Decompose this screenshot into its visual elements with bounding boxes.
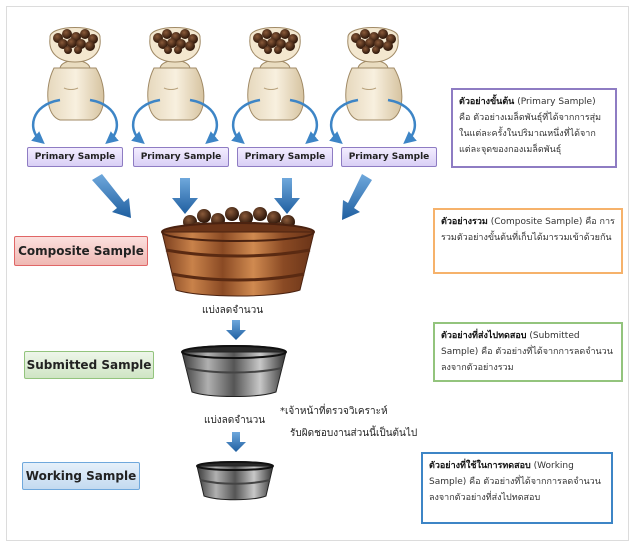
- sack-icon-4: [345, 27, 403, 121]
- primary-sample-note: ตัวอย่างขั้นต้น (Primary Sample) คือ ตัว…: [451, 88, 617, 168]
- primary-sample-box-4: Primary Sample: [341, 147, 437, 167]
- primary-sample-box-3: Primary Sample: [237, 147, 333, 167]
- reduce-label-2: แบ่งลดจำนวน: [204, 415, 266, 426]
- primary-sample-label: Primary Sample: [140, 152, 222, 162]
- working-sample-note: ตัวอย่างที่ใช้ในการทดสอบ (Working Sample…: [421, 452, 613, 524]
- reduce-label-1: แบ่งลดจำนวน: [202, 305, 264, 316]
- officer-note-line2: รับผิดชอบงานส่วนนี้เป็นต้นไป: [290, 428, 418, 439]
- primary-note-title: ตัวอย่างขั้นต้น: [459, 97, 515, 107]
- composite-sample-note: ตัวอย่างรวม (Composite Sample) คือ การรว…: [433, 208, 623, 274]
- composite-basket-icon: [161, 207, 315, 297]
- composite-note-title: ตัวอย่างรวม: [441, 217, 488, 227]
- primary-sample-label: Primary Sample: [244, 152, 326, 162]
- sack-icon-3: [247, 27, 305, 121]
- working-note-body: (Working Sample) คือ ตัวอย่างที่ได้จากกา…: [429, 461, 601, 503]
- working-note-title: ตัวอย่างที่ใช้ในการทดสอบ: [429, 461, 531, 471]
- sack-icon-1: [47, 27, 105, 121]
- primary-sample-box-2: Primary Sample: [133, 147, 229, 167]
- working-sample-label: Working Sample: [22, 462, 140, 490]
- submitted-bucket-icon: [181, 345, 287, 397]
- primary-sample-label: Primary Sample: [348, 152, 430, 162]
- working-bucket-icon: [196, 461, 274, 501]
- primary-sample-label: Primary Sample: [34, 152, 116, 162]
- submitted-sample-label: Submitted Sample: [24, 351, 154, 379]
- reduce-arrow-2: [226, 432, 246, 452]
- merge-arrows: [92, 174, 372, 220]
- composite-note-body: (Composite Sample) คือ การรวมตัวอย่างขั้…: [441, 217, 615, 243]
- officer-note-line1: *เจ้าหน้าที่ตรวจวิเคราะห์: [280, 406, 388, 417]
- reduce-arrow-1: [226, 320, 246, 340]
- submitted-note-title: ตัวอย่างที่ส่งไปทดสอบ: [441, 331, 527, 341]
- submitted-sample-note: ตัวอย่างที่ส่งไปทดสอบ (Submitted Sample)…: [433, 322, 623, 382]
- primary-note-body: (Primary Sample) คือ ตัวอย่างเมล็ดพันธุ์…: [459, 97, 602, 155]
- submitted-note-body: (Submitted Sample) คือ ตัวอย่างที่ได้จาก…: [441, 331, 613, 373]
- primary-sample-box-1: Primary Sample: [27, 147, 123, 167]
- sack-icon-2: [147, 27, 205, 121]
- split-arrows: [31, 98, 417, 145]
- composite-sample-label: Composite Sample: [14, 236, 148, 266]
